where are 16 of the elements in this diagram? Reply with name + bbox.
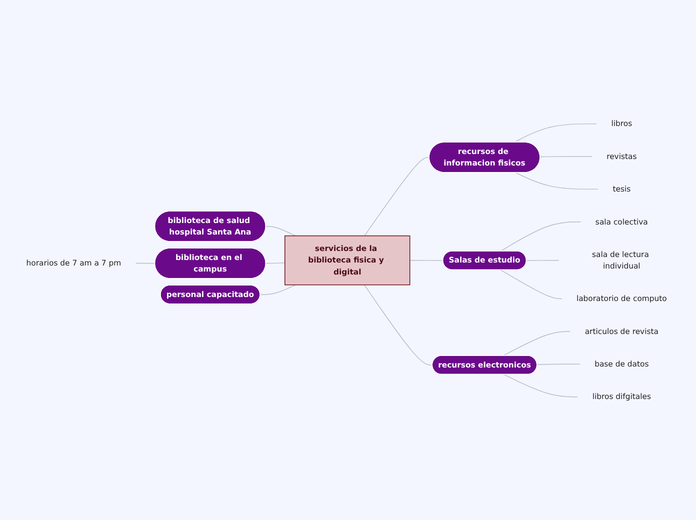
connector [500, 221, 582, 252]
connector [502, 330, 571, 356]
connector [540, 156, 593, 157]
connector [514, 123, 598, 142]
connector [266, 226, 296, 236]
connector [536, 363, 581, 365]
connector [364, 284, 433, 366]
connector [135, 262, 156, 264]
connector [503, 374, 578, 397]
connector [266, 262, 286, 264]
connector [526, 260, 560, 261]
connector [364, 156, 430, 236]
connector [260, 284, 296, 295]
connector [409, 260, 444, 261]
connector [515, 172, 599, 190]
connector [500, 269, 562, 299]
